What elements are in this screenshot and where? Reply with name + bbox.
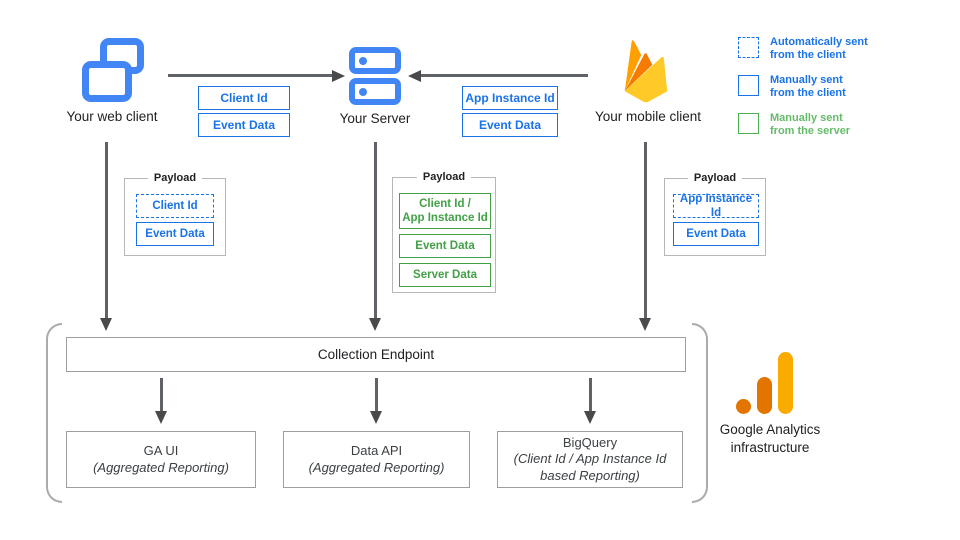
collection-endpoint-box: Collection Endpoint <box>66 337 686 372</box>
payload-item-event-data: Event Data <box>399 234 491 258</box>
bigquery-subtitle: (Client Id / App Instance Id based Repor… <box>513 451 667 483</box>
payload-title: Payload <box>147 172 203 184</box>
ga-logo-dot <box>736 399 751 414</box>
web-client-label: Your web client <box>66 109 158 124</box>
payload-group-web: Payload Client Id Event Data <box>124 172 226 256</box>
data-api-title: Data API <box>350 443 403 458</box>
arrowhead-down-icon <box>370 411 382 424</box>
flow-tag-app-instance-id: App Instance Id <box>462 86 558 110</box>
arrowhead-down-icon <box>100 318 112 331</box>
payload-item-event-data: Event Data <box>673 222 759 246</box>
flow-tag-event-data: Event Data <box>198 113 290 137</box>
arrowhead-down-icon <box>155 411 167 424</box>
ga-ui-box: GA UI (Aggregated Reporting) <box>66 431 256 488</box>
bigquery-title: BigQuery <box>562 434 618 450</box>
arrowhead-left-icon <box>408 69 421 82</box>
payload-item-client-or-app-instance-id: Client Id / App Instance Id <box>399 193 491 229</box>
server-label: Your Server <box>339 111 411 126</box>
payload-title: Payload <box>687 172 743 184</box>
arrowhead-right-icon <box>332 69 345 82</box>
web-client-icon <box>82 38 144 102</box>
arrowhead-down-icon <box>639 318 651 331</box>
payload-item-server-data: Server Data <box>399 263 491 287</box>
payload-item-client-id: Client Id <box>136 194 214 218</box>
firebase-icon <box>624 40 668 103</box>
payload-group-mobile: Payload App Instance Id Event Data <box>664 172 766 256</box>
payload-title: Payload <box>416 171 472 183</box>
payload-group-server: Payload Client Id / App Instance Id Even… <box>392 171 496 293</box>
legend-dashed-blue-swatch-icon <box>738 37 759 58</box>
arrowhead-down-icon <box>369 318 381 331</box>
server-icon <box>349 47 401 105</box>
infrastructure-label: Google Analytics infrastructure <box>719 422 821 455</box>
mobile-client-label: Your mobile client <box>594 109 702 124</box>
collection-endpoint-label: Collection Endpoint <box>317 347 435 362</box>
server-led-dot <box>359 56 367 65</box>
data-api-box: Data API (Aggregated Reporting) <box>283 431 470 488</box>
ga-logo-tall-bar <box>778 352 793 414</box>
web-client-icon-front-window <box>82 61 132 102</box>
google-analytics-icon <box>730 350 800 416</box>
infrastructure-bracket-left <box>46 323 62 503</box>
infrastructure-bracket-right <box>692 323 708 503</box>
bigquery-box: BigQuery (Client Id / App Instance Id ba… <box>497 431 683 488</box>
payload-item-event-data: Event Data <box>136 222 214 246</box>
data-api-subtitle: (Aggregated Reporting) <box>308 459 445 475</box>
server-unit <box>349 78 401 105</box>
legend-solid-blue-swatch-icon <box>738 75 759 96</box>
ga-ui-subtitle: (Aggregated Reporting) <box>93 459 229 475</box>
payload-item-app-instance-id: App Instance Id <box>673 193 759 219</box>
server-unit <box>349 47 401 74</box>
server-led-dot <box>359 87 367 96</box>
legend-solid-green-swatch-icon <box>738 113 759 134</box>
ga-logo-mid-bar <box>757 377 772 414</box>
arrowhead-down-icon <box>584 411 596 424</box>
flow-tag-client-id: Client Id <box>198 86 290 110</box>
ga-ui-title: GA UI <box>143 443 179 458</box>
flow-tag-event-data: Event Data <box>462 113 558 137</box>
